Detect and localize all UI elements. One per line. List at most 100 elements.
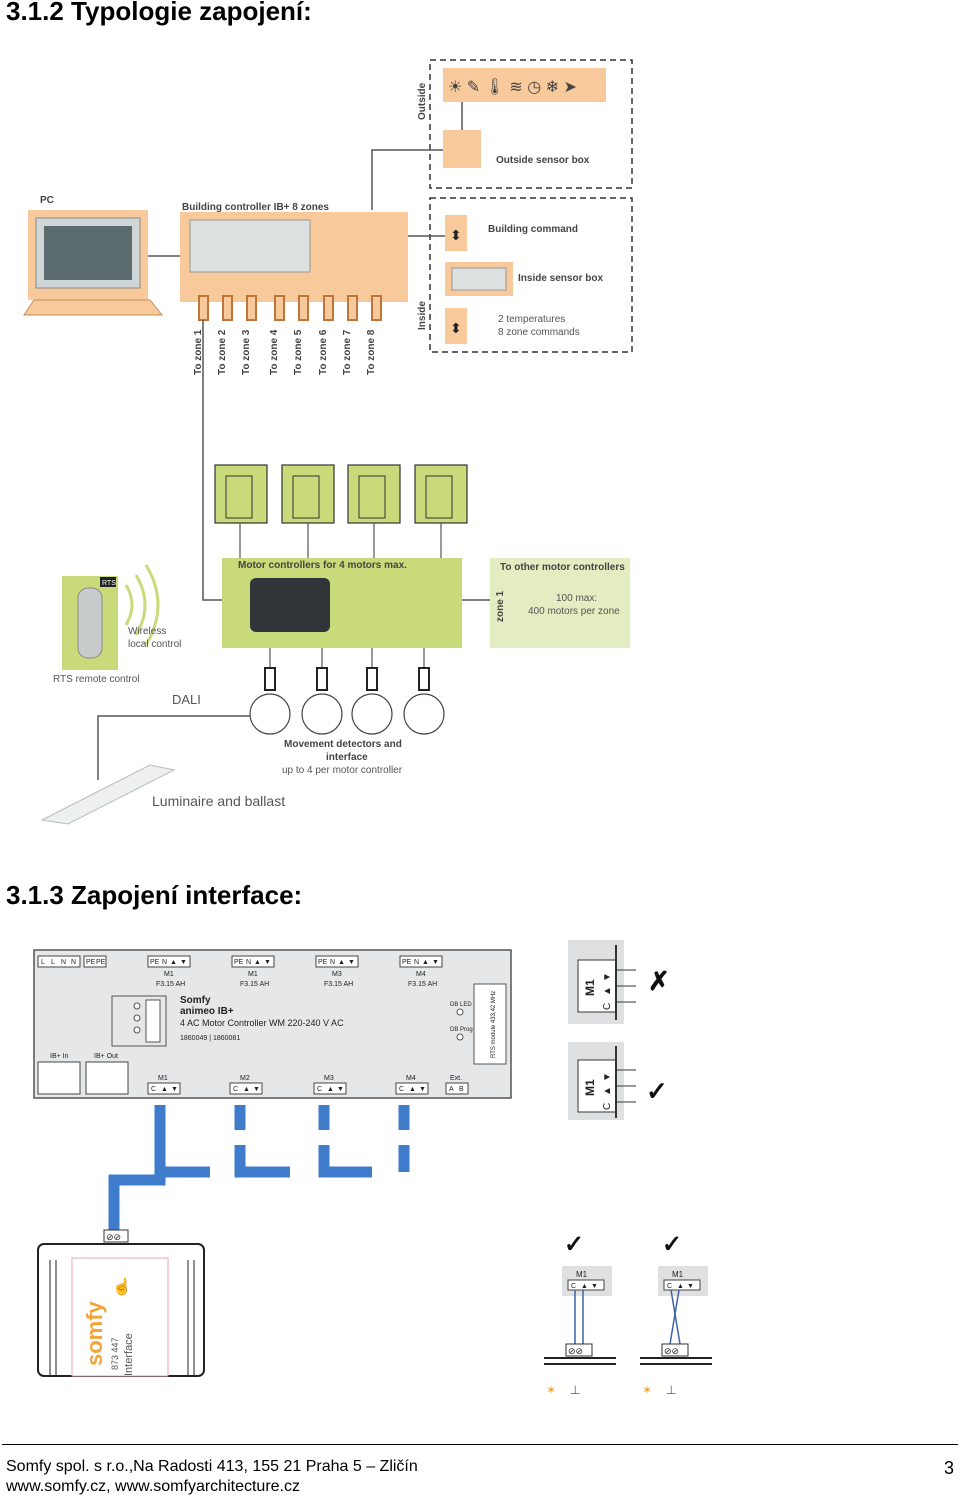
weather-icons: ☀ ✎ 🌡 ≋ ◷ ❄ ➤ xyxy=(448,78,577,96)
blinds xyxy=(214,464,468,524)
db-prog-button xyxy=(456,1033,464,1041)
svg-text:F3.15 AH: F3.15 AH xyxy=(240,981,269,988)
dali-label: DALI xyxy=(172,692,201,707)
svg-text:▼: ▼ xyxy=(419,1086,426,1093)
zone-command-device xyxy=(445,308,467,344)
wireless-label-line2: local control xyxy=(128,639,181,650)
bottom-group-m2: M2 C ▲ ▼ xyxy=(229,1075,263,1095)
sensor-to-controller-line xyxy=(371,149,443,210)
zone-label-1: To zone 1 xyxy=(193,329,204,375)
inside-note-line1: 2 temperatures xyxy=(498,314,565,325)
svg-text:▼: ▼ xyxy=(171,1086,178,1093)
interface-module-connector xyxy=(103,1229,129,1243)
interface-diagram: L L N N PE PE PE N ▲ ▼ M1 F3.15 AH PE N … xyxy=(33,940,712,1397)
svg-text:PE: PE xyxy=(234,959,244,966)
detector-connectors xyxy=(264,667,430,691)
other-controllers-line2: 400 motors per zone xyxy=(528,606,620,617)
fuse-group-4: PE N ▲ ▼ M4 F3.15 AH xyxy=(399,955,443,988)
bottom-group-ext: Ext. A B xyxy=(445,1075,469,1095)
zone-label-3: To zone 3 xyxy=(241,329,252,375)
svg-text:▼: ▼ xyxy=(687,1283,694,1290)
inside-note-line2: 8 zone commands xyxy=(498,327,580,338)
svg-text:M2: M2 xyxy=(240,1075,250,1082)
building-command-label: Building command xyxy=(488,224,578,235)
svg-text:PE: PE xyxy=(402,959,412,966)
right-pins xyxy=(616,1069,636,1103)
building-command-device xyxy=(445,215,467,251)
detectors-label-line2: interface xyxy=(326,752,368,763)
terminal-pe2: PE xyxy=(96,959,106,966)
ib-out-label: IB+ Out xyxy=(94,1053,118,1060)
pc-keyboard xyxy=(23,299,164,316)
detectors-label-line3: up to 4 per motor controller xyxy=(282,765,403,776)
footer-websites: www.somfy.cz, www.somfyarchitecture.cz xyxy=(6,1478,300,1495)
controller-body xyxy=(189,219,311,273)
svg-text:M1: M1 xyxy=(248,971,258,978)
rts-module-text: RTS module 433,42 MHz xyxy=(491,991,497,1058)
zone-label-7: To zone 7 xyxy=(342,329,353,375)
blind-slats xyxy=(225,475,453,519)
inside-side-label: Inside xyxy=(417,301,428,330)
right-pin-up: ▲ xyxy=(602,1086,613,1096)
updown-arrows-icon-2: ⬍ xyxy=(450,320,462,336)
part-numbers: 1860049 | 1860081 xyxy=(180,1035,240,1042)
connector-screws-icon: ⊘⊘ xyxy=(106,1232,121,1242)
wiring-detail-crossed: M1 C ▲ ▼ ⊘⊘ ✶ ⊥ xyxy=(640,1266,712,1397)
motor-terminal-wrong: M1 C ▲ ▼ xyxy=(568,940,636,1024)
svg-text:C: C xyxy=(151,1086,156,1093)
rts-badge xyxy=(100,577,116,587)
zone-label-4: To zone 4 xyxy=(269,329,280,375)
module-name: Interface xyxy=(123,1333,135,1376)
svg-text:M1: M1 xyxy=(158,1075,168,1082)
fuse-group-1: PE N ▲ ▼ M1 F3.15 AH xyxy=(147,955,191,988)
status-panel xyxy=(111,995,167,1047)
svg-text:M4: M4 xyxy=(416,971,426,978)
svg-text:✶: ✶ xyxy=(546,1383,556,1397)
bottom-group-m3: M3 C ▲ ▼ xyxy=(313,1075,347,1095)
zone-label-6: To zone 6 xyxy=(318,329,329,375)
ib-in-terminals xyxy=(37,1061,81,1095)
db-led-label: DB LED xyxy=(450,1002,472,1008)
bottom-group-m4: M4 C ▲ ▼ xyxy=(395,1075,429,1095)
inside-group xyxy=(429,197,633,353)
svg-text:M3: M3 xyxy=(332,971,342,978)
terminal-l2: L xyxy=(51,959,55,966)
wiring-detail-straight: M1 C ▲ ▼ ⊘⊘ ✶ ⊥ xyxy=(544,1266,616,1397)
terminal-pe1: PE xyxy=(86,959,96,966)
svg-text:▲: ▲ xyxy=(243,1086,250,1093)
brand-label: Somfy xyxy=(180,995,211,1006)
detector-links xyxy=(269,648,425,690)
wrong-pins xyxy=(616,969,636,1003)
motor-terminal-right: M1 C ▲ ▼ xyxy=(568,1042,636,1120)
bottom-terminals: M1 C ▲ ▼ M2 C ▲ ▼ M3 C ▲ ▼ M4 C ▲ ▼ xyxy=(147,1075,469,1095)
svg-text:B: B xyxy=(459,1086,464,1093)
module-label-area xyxy=(71,1257,169,1377)
terminal-n1: N xyxy=(61,959,66,966)
svg-text:▲: ▲ xyxy=(422,959,429,966)
outside-side-label: Outside xyxy=(417,82,428,120)
svg-text:F3.15 AH: F3.15 AH xyxy=(156,981,185,988)
inside-sensor-body xyxy=(451,267,507,291)
svg-text:C: C xyxy=(233,1086,238,1093)
controller-label: Building controller IB+ 8 zones xyxy=(182,202,329,213)
wireless-waves-icon xyxy=(124,564,160,646)
motor-controllers-label: Motor controllers for 4 motors max. xyxy=(238,560,407,571)
svg-text:M1: M1 xyxy=(164,971,174,978)
other-controllers-zone: zone 1 xyxy=(495,590,506,622)
fuse-groups: PE N ▲ ▼ M1 F3.15 AH PE N ▲ ▼ M1 F3.15 A… xyxy=(147,955,443,988)
svg-text:M1: M1 xyxy=(672,1270,684,1279)
svg-text:⊥: ⊥ xyxy=(666,1383,676,1397)
svg-text:⊥: ⊥ xyxy=(570,1383,580,1397)
other-motor-controllers xyxy=(490,558,630,648)
pc-label: PC xyxy=(40,195,54,206)
svg-text:M4: M4 xyxy=(406,1075,416,1082)
svg-text:▲: ▲ xyxy=(161,1086,168,1093)
outside-sensor-label: Outside sensor box xyxy=(496,155,590,166)
section-heading-topology: 3.1.2 Typologie zapojení: xyxy=(6,0,312,26)
svg-text:F3.15 AH: F3.15 AH xyxy=(408,981,437,988)
dali-line xyxy=(97,715,250,780)
wrong-pin-c: C xyxy=(602,1003,613,1010)
status-leds xyxy=(133,1002,141,1034)
somfy-logo: somfy xyxy=(82,1300,107,1366)
module-code: 873 447 xyxy=(110,1337,120,1370)
